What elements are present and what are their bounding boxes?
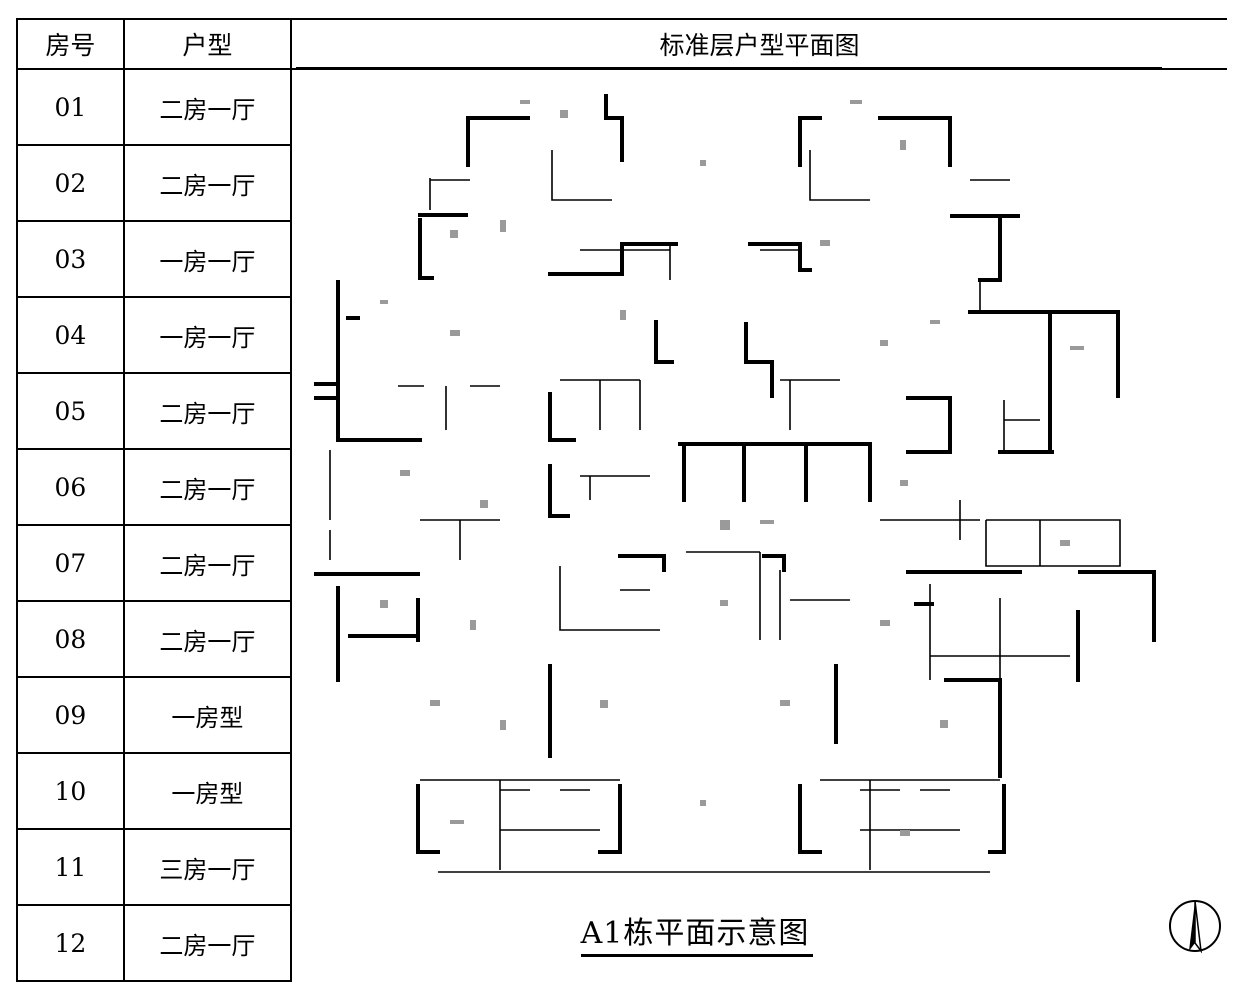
partition: [398, 385, 500, 430]
room-no: 08: [16, 600, 125, 678]
room-no: 10: [16, 752, 125, 830]
partition: [809, 150, 870, 201]
partition: [559, 566, 660, 631]
room-type: 一房型: [122, 676, 293, 754]
wall: [548, 464, 570, 518]
wall: [978, 214, 1002, 282]
wall: [618, 554, 666, 572]
partition: [420, 779, 620, 870]
wall: [654, 320, 674, 364]
room-type: 二房一厅: [122, 904, 293, 982]
partition: [780, 379, 840, 430]
room-type: 一房型: [122, 752, 293, 830]
table-header-row: 房号 户型: [16, 18, 293, 70]
wall: [548, 242, 624, 276]
room-no: 01: [16, 68, 125, 146]
room-type: 二房一厅: [122, 448, 293, 526]
room-type: 一房一厅: [122, 220, 293, 298]
wall: [798, 784, 822, 854]
room-no: 04: [16, 296, 125, 374]
wall: [748, 242, 812, 272]
wall: [968, 310, 1120, 398]
partition: [429, 178, 470, 210]
partition: [686, 551, 761, 640]
plan-caption: A1栋平面示意图: [580, 916, 810, 951]
room-type: 三房一厅: [122, 828, 293, 906]
room-no: 07: [16, 524, 125, 602]
wall: [418, 218, 434, 280]
room-no: 12: [16, 904, 125, 982]
wall: [598, 784, 622, 854]
room-type: 一房一厅: [122, 296, 293, 374]
wall: [988, 784, 1006, 854]
partition: [420, 519, 500, 560]
plan-header: 标准层户型平面图: [292, 18, 1227, 70]
room-type: 二房一厅: [122, 372, 293, 450]
partition: [979, 280, 1040, 450]
wall: [604, 94, 624, 162]
partition: [820, 779, 1000, 870]
room-type: 二房一厅: [122, 524, 293, 602]
partition: [760, 179, 1010, 251]
room-type: 二房一厅: [122, 68, 293, 146]
wall: [744, 322, 774, 398]
wall: [416, 784, 440, 854]
partition: [779, 570, 850, 640]
header-underline: [296, 67, 1162, 70]
wall: [798, 116, 822, 167]
room-type: 二房一厅: [122, 600, 293, 678]
wall: [762, 554, 786, 572]
wall: [878, 116, 952, 167]
room-no: 09: [16, 676, 125, 754]
partition: [929, 584, 1070, 680]
partition: [560, 379, 641, 430]
wall: [678, 442, 872, 502]
north-arrow-icon: [1169, 900, 1221, 954]
room-no: 03: [16, 220, 125, 298]
partition: [985, 519, 1121, 567]
partition: [880, 500, 980, 540]
partition: [551, 150, 612, 201]
room-no: 05: [16, 372, 125, 450]
wall: [1078, 570, 1156, 642]
room-no: 11: [16, 828, 125, 906]
wall: [944, 678, 1002, 778]
room-type: 二房一厅: [122, 144, 293, 222]
wall: [466, 116, 530, 167]
header-room-no: 房号: [16, 18, 125, 70]
room-no: 06: [16, 448, 125, 526]
partition: [580, 475, 650, 500]
wall: [906, 396, 952, 454]
room-no: 02: [16, 144, 125, 222]
caption-underline: [581, 954, 813, 957]
plan-detail-marks: [380, 100, 1084, 836]
wall: [336, 280, 422, 442]
wall: [548, 392, 576, 442]
floor-plan-drawing: [314, 94, 1156, 873]
header-room-type: 户型: [122, 18, 293, 70]
partition: [580, 244, 671, 280]
